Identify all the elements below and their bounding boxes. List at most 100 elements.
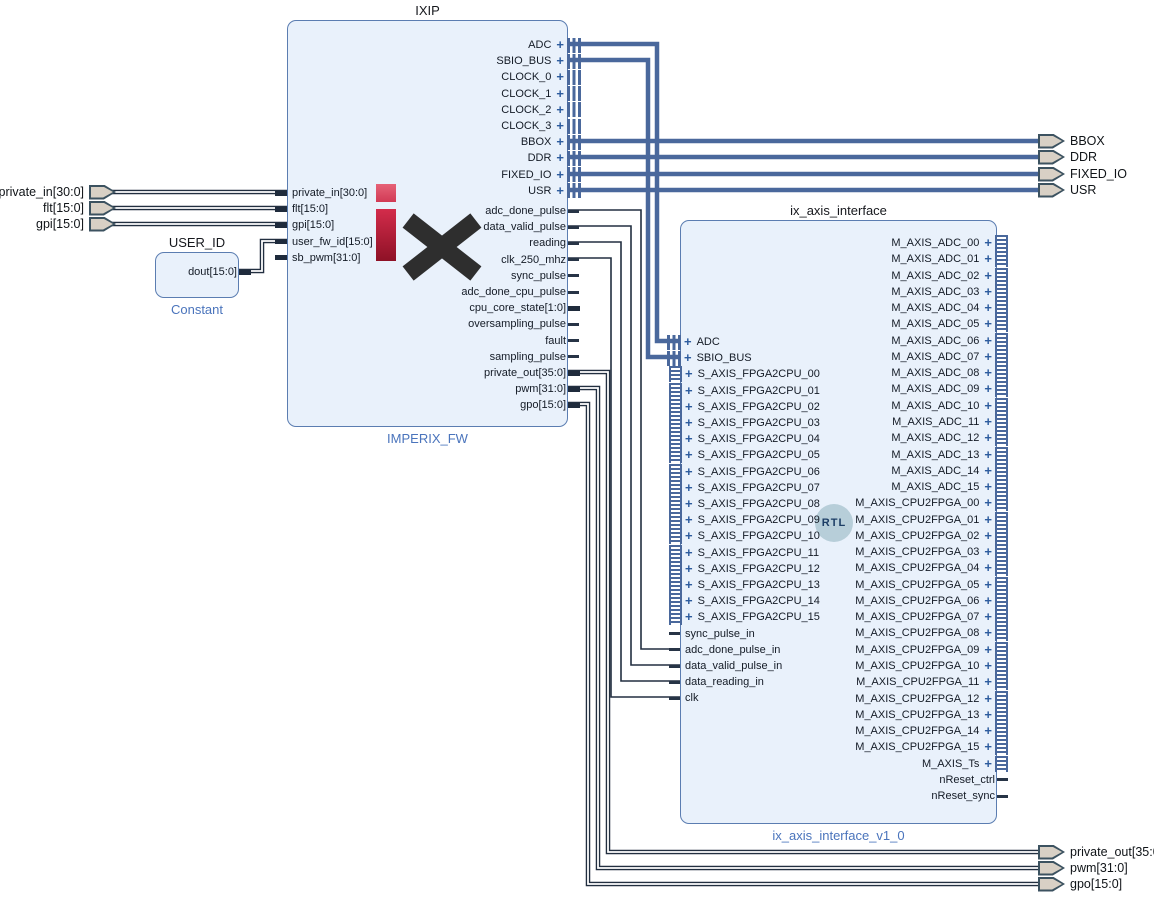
expand-plus-icon[interactable]: + <box>984 365 992 381</box>
wire-net-data-valid-pulse[interactable] <box>566 225 680 666</box>
expand-plus-icon[interactable]: + <box>556 37 564 52</box>
pin-private_in[30:0][interactable]: private_in[30:0] <box>275 185 367 201</box>
pin-FIXED_IO[interactable]: FIXED_IO+ <box>501 167 581 183</box>
expand-plus-icon[interactable]: + <box>984 674 992 690</box>
expand-plus-icon[interactable]: + <box>984 527 992 543</box>
pin-sync_pulse_in[interactable]: sync_pulse_in <box>669 626 755 642</box>
port-USR[interactable]: USR <box>1038 182 1096 198</box>
wire-net-private-out[interactable] <box>566 371 1040 853</box>
pin-clk[interactable]: clk <box>669 690 698 706</box>
expand-plus-icon[interactable]: + <box>685 577 693 592</box>
expand-plus-icon[interactable]: + <box>984 430 992 446</box>
block-user-id-constant[interactable]: USER_ID dout[15:0] Constant <box>155 235 251 317</box>
expand-plus-icon[interactable]: + <box>984 348 992 364</box>
expand-plus-icon[interactable]: + <box>984 300 992 316</box>
pin-S_AXIS_FPGA2CPU_01[interactable]: +S_AXIS_FPGA2CPU_01 <box>669 382 820 399</box>
pin-adc_done_pulse_in[interactable]: adc_done_pulse_in <box>669 642 780 658</box>
pin-S_AXIS_FPGA2CPU_10[interactable]: +S_AXIS_FPGA2CPU_10 <box>669 528 820 545</box>
pin-S_AXIS_FPGA2CPU_06[interactable]: +S_AXIS_FPGA2CPU_06 <box>669 463 820 480</box>
expand-plus-icon[interactable]: + <box>984 658 992 674</box>
expand-plus-icon[interactable]: + <box>984 462 992 478</box>
pin-M_AXIS_ADC_01[interactable]: M_AXIS_ADC_01+ <box>891 251 1008 268</box>
pin-M_AXIS_CPU2FPGA_07[interactable]: M_AXIS_CPU2FPGA_07+ <box>855 609 1008 626</box>
pin-M_AXIS_ADC_08[interactable]: M_AXIS_ADC_08+ <box>891 365 1008 382</box>
pin-M_AXIS_ADC_11[interactable]: M_AXIS_ADC_11+ <box>892 413 1008 430</box>
expand-plus-icon[interactable]: + <box>984 592 992 608</box>
pin-M_AXIS_ADC_04[interactable]: M_AXIS_ADC_04+ <box>891 300 1008 317</box>
expand-plus-icon[interactable]: + <box>984 560 992 576</box>
port-DDR[interactable]: DDR <box>1038 149 1097 165</box>
expand-plus-icon[interactable]: + <box>556 101 564 117</box>
wire-net-sbio-bus[interactable] <box>566 57 680 360</box>
expand-plus-icon[interactable]: + <box>984 609 992 625</box>
pin-user_fw_id[15:0][interactable]: user_fw_id[15:0] <box>275 234 373 250</box>
pin-M_AXIS_CPU2FPGA_10[interactable]: M_AXIS_CPU2FPGA_10+ <box>855 658 1008 675</box>
pin-M_AXIS_Ts[interactable]: M_AXIS_Ts+ <box>922 755 1008 772</box>
expand-plus-icon[interactable]: + <box>685 463 693 479</box>
expand-plus-icon[interactable]: + <box>984 332 992 348</box>
pin-private_out[35:0][interactable]: private_out[35:0] <box>484 365 580 381</box>
pin-S_AXIS_FPGA2CPU_05[interactable]: +S_AXIS_FPGA2CPU_05 <box>669 447 820 464</box>
pin-sb_pwm[31:0][interactable]: sb_pwm[31:0] <box>275 250 360 266</box>
pin-S_AXIS_FPGA2CPU_12[interactable]: +S_AXIS_FPGA2CPU_12 <box>669 560 820 577</box>
wire-net-clk-250-mhz[interactable] <box>566 257 680 698</box>
pin-M_AXIS_ADC_02[interactable]: M_AXIS_ADC_02+ <box>891 267 1008 284</box>
pin-M_AXIS_CPU2FPGA_02[interactable]: M_AXIS_CPU2FPGA_02+ <box>855 527 1008 544</box>
expand-plus-icon[interactable]: + <box>984 576 992 592</box>
pin-reading[interactable]: reading <box>529 235 579 251</box>
pin-data_valid_pulse[interactable]: data_valid_pulse <box>483 219 579 235</box>
expand-plus-icon[interactable]: + <box>984 723 992 739</box>
wire-net-pwm[interactable] <box>566 387 1040 869</box>
expand-plus-icon[interactable]: + <box>685 544 693 560</box>
pin-M_AXIS_ADC_07[interactable]: M_AXIS_ADC_07+ <box>891 348 1008 365</box>
pin-S_AXIS_FPGA2CPU_08[interactable]: +S_AXIS_FPGA2CPU_08 <box>669 496 820 512</box>
expand-plus-icon[interactable]: + <box>984 479 992 495</box>
expand-plus-icon[interactable]: + <box>685 512 693 528</box>
pin-M_AXIS_CPU2FPGA_04[interactable]: M_AXIS_CPU2FPGA_04+ <box>855 560 1008 577</box>
pin-M_AXIS_CPU2FPGA_03[interactable]: M_AXIS_CPU2FPGA_03+ <box>855 544 1008 561</box>
expand-plus-icon[interactable]: + <box>685 415 693 430</box>
expand-plus-icon[interactable]: + <box>984 235 992 250</box>
pin-M_AXIS_ADC_05[interactable]: M_AXIS_ADC_05+ <box>891 316 1008 333</box>
wire-net-adc-done-pulse[interactable] <box>566 209 680 650</box>
pin-CLOCK_0[interactable]: CLOCK_0+ <box>501 69 581 85</box>
expand-plus-icon[interactable]: + <box>984 413 992 429</box>
pin-fault[interactable]: fault <box>545 333 579 349</box>
expand-plus-icon[interactable]: + <box>984 511 992 527</box>
expand-plus-icon[interactable]: + <box>685 366 693 382</box>
pin-M_AXIS_CPU2FPGA_09[interactable]: M_AXIS_CPU2FPGA_09+ <box>855 641 1008 658</box>
pin-M_AXIS_ADC_00[interactable]: M_AXIS_ADC_00+ <box>891 235 1008 251</box>
pin-M_AXIS_CPU2FPGA_13[interactable]: M_AXIS_CPU2FPGA_13+ <box>855 706 1008 723</box>
expand-plus-icon[interactable]: + <box>984 495 992 511</box>
pin-S_AXIS_FPGA2CPU_07[interactable]: +S_AXIS_FPGA2CPU_07 <box>669 479 820 496</box>
port-private_out[35:0][interactable]: private_out[35:0] <box>1038 844 1154 860</box>
expand-plus-icon[interactable]: + <box>685 496 693 511</box>
expand-plus-icon[interactable]: + <box>684 334 692 349</box>
expand-plus-icon[interactable]: + <box>984 381 992 397</box>
expand-plus-icon[interactable]: + <box>984 625 992 641</box>
expand-plus-icon[interactable]: + <box>984 267 992 283</box>
port-gpo[15:0][interactable]: gpo[15:0] <box>1038 876 1122 892</box>
pin-M_AXIS_CPU2FPGA_01[interactable]: M_AXIS_CPU2FPGA_01+ <box>855 511 1008 528</box>
pin-gpi[15:0][interactable]: gpi[15:0] <box>275 217 334 233</box>
expand-plus-icon[interactable]: + <box>984 251 992 267</box>
pin-nReset_ctrl[interactable]: nReset_ctrl <box>939 772 1008 788</box>
pin-adc_done_cpu_pulse[interactable]: adc_done_cpu_pulse <box>461 284 579 300</box>
pin-data_valid_pulse_in[interactable]: data_valid_pulse_in <box>669 658 782 674</box>
expand-plus-icon[interactable]: + <box>556 182 564 198</box>
expand-plus-icon[interactable]: + <box>984 397 992 413</box>
pin-SBIO_BUS[interactable]: +SBIO_BUS <box>667 350 752 366</box>
expand-plus-icon[interactable]: + <box>685 528 693 544</box>
expand-plus-icon[interactable]: + <box>984 446 992 462</box>
block-ixip[interactable]: IXIP private_in[30:0]flt[15:0]gpi[15:0]u… <box>275 3 581 446</box>
pin-clk_250_mhz[interactable]: clk_250_mhz <box>501 252 579 268</box>
port-pwm[31:0][interactable]: pwm[31:0] <box>1038 860 1128 876</box>
pin-S_AXIS_FPGA2CPU_03[interactable]: +S_AXIS_FPGA2CPU_03 <box>669 415 820 431</box>
pin-sampling_pulse[interactable]: sampling_pulse <box>490 349 579 365</box>
expand-plus-icon[interactable]: + <box>556 118 564 133</box>
pin-M_AXIS_CPU2FPGA_00[interactable]: M_AXIS_CPU2FPGA_00+ <box>855 495 1008 512</box>
pin-dout[15:0][interactable]: dout[15:0] <box>188 264 251 280</box>
port-FIXED_IO[interactable]: FIXED_IO <box>1038 166 1127 182</box>
expand-plus-icon[interactable]: + <box>685 382 693 398</box>
expand-plus-icon[interactable]: + <box>556 150 564 166</box>
